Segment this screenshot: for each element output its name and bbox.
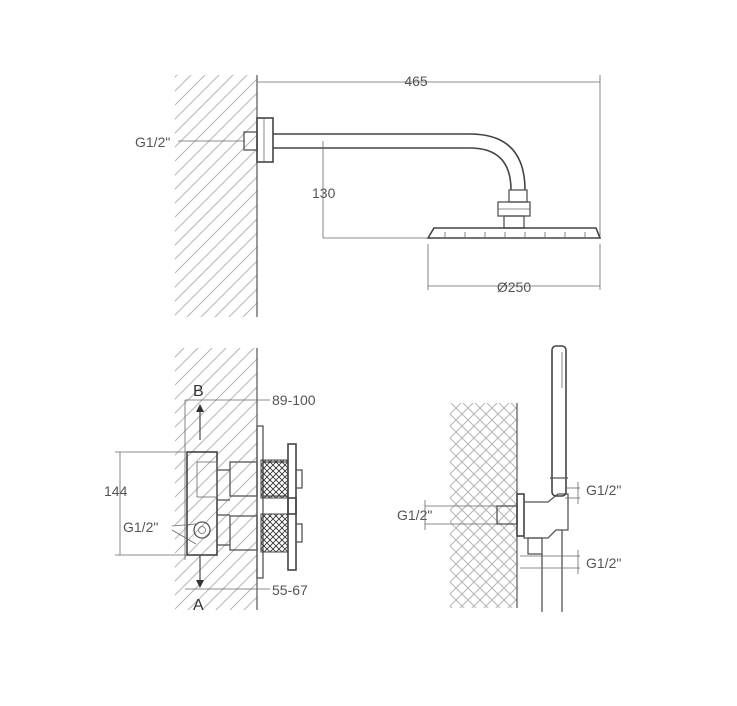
arm-nut [508,189,528,203]
arm-thread-label: G1/2" [135,134,170,150]
upper-handle-knurl [260,459,289,499]
wall-outlet-flange [516,493,525,537]
outlet-a-label: A [193,597,204,614]
depth-min-label: 55-67 [272,582,308,598]
arm-flange [256,117,274,163]
lower-handle-knurl [260,513,289,553]
outlet-b-arrow-icon [196,404,204,412]
width-dimension-label: 465 [404,73,428,89]
mixer-height-label: 144 [104,483,128,499]
wall-hatch-mixer [175,348,257,610]
outlet-a-arrow-icon [196,580,204,588]
holder-thread-label: G1/2" [586,482,621,498]
hand-shower-view: G1/2" G1/2" G1/2" [397,345,621,612]
mixer-view: B 89-100 144 G1 [104,348,316,614]
lower-handle [287,497,297,571]
hose-thread-label: G1/2" [586,555,621,571]
shower-nozzles [444,232,586,238]
depth-max-label: 89-100 [272,392,316,408]
mixer-body [186,451,218,556]
shower-arm-lower [273,147,512,191]
hand-shower [551,345,567,497]
mixer-thread-label: G1/2" [123,519,158,535]
diameter-dimension-label: Ø250 [497,279,531,295]
shower-head [426,227,602,239]
height-dimension-label: 130 [312,185,336,201]
shower-arm-view: 465 G1/2" 130 [135,73,602,317]
wall-connector-thread-label: G1/2" [397,507,432,523]
outlet-b-label: B [193,383,204,400]
cover-plate [256,425,264,579]
outlet-port [193,521,211,539]
wall-hatch-top [175,75,257,317]
upper-handle [287,443,297,515]
shower-arm-upper [273,133,526,191]
